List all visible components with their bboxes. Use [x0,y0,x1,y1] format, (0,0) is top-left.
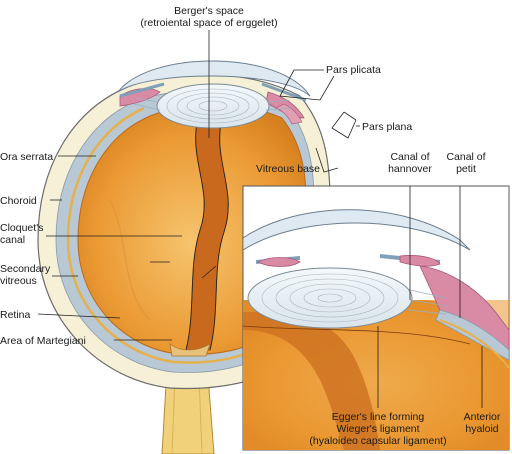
label-anterior-hyaloid-1: Anterior [464,411,501,423]
label-eggers-line-2: Wieger's ligament [336,423,419,435]
label-area-of-martegiani: Area of Martegiani [0,335,86,347]
label-eggers-line-3: (hyaloideo capsular ligament) [309,435,446,447]
label-pars-plicata: Pars plicata [326,64,381,76]
label-retina: Retina [0,309,31,321]
label-bergers-space-1: Berger's space [174,5,244,17]
label-secondary-vitreous-2: vitreous [0,275,37,287]
label-ora-serrata: Ora serrata [0,151,53,163]
leader-lines [37,30,483,408]
inset-canal [243,312,380,450]
label-canal-of-petit-1: Canal of [446,151,485,163]
inset-panel [242,185,510,451]
inset-lens [247,267,413,329]
label-choroid: Choroid [0,195,37,207]
label-eggers-line-1: Egger's line forming [332,411,425,423]
label-vitreous-base: Vitreous base [256,163,320,175]
label-cloquets-canal-2: canal [0,234,25,246]
label-canal-of-hannover-2: hannover [388,163,432,175]
label-canal-of-hannover-1: Canal of [390,151,429,163]
label-anterior-hyaloid-2: hyaloid [465,423,498,435]
label-cloquets-canal-1: Cloquet's [0,222,43,234]
label-pars-plana: Pars plana [362,121,412,133]
main-lens [156,83,270,129]
label-bergers-space-2: (retroiental space of erggelet) [140,17,277,29]
label-canal-of-petit-2: petit [456,163,476,175]
label-secondary-vitreous-1: Secondary [0,263,51,275]
labels: Berger's space (retroiental space of erg… [0,5,501,447]
cornea [117,60,311,97]
area-of-martegiani [169,343,211,357]
